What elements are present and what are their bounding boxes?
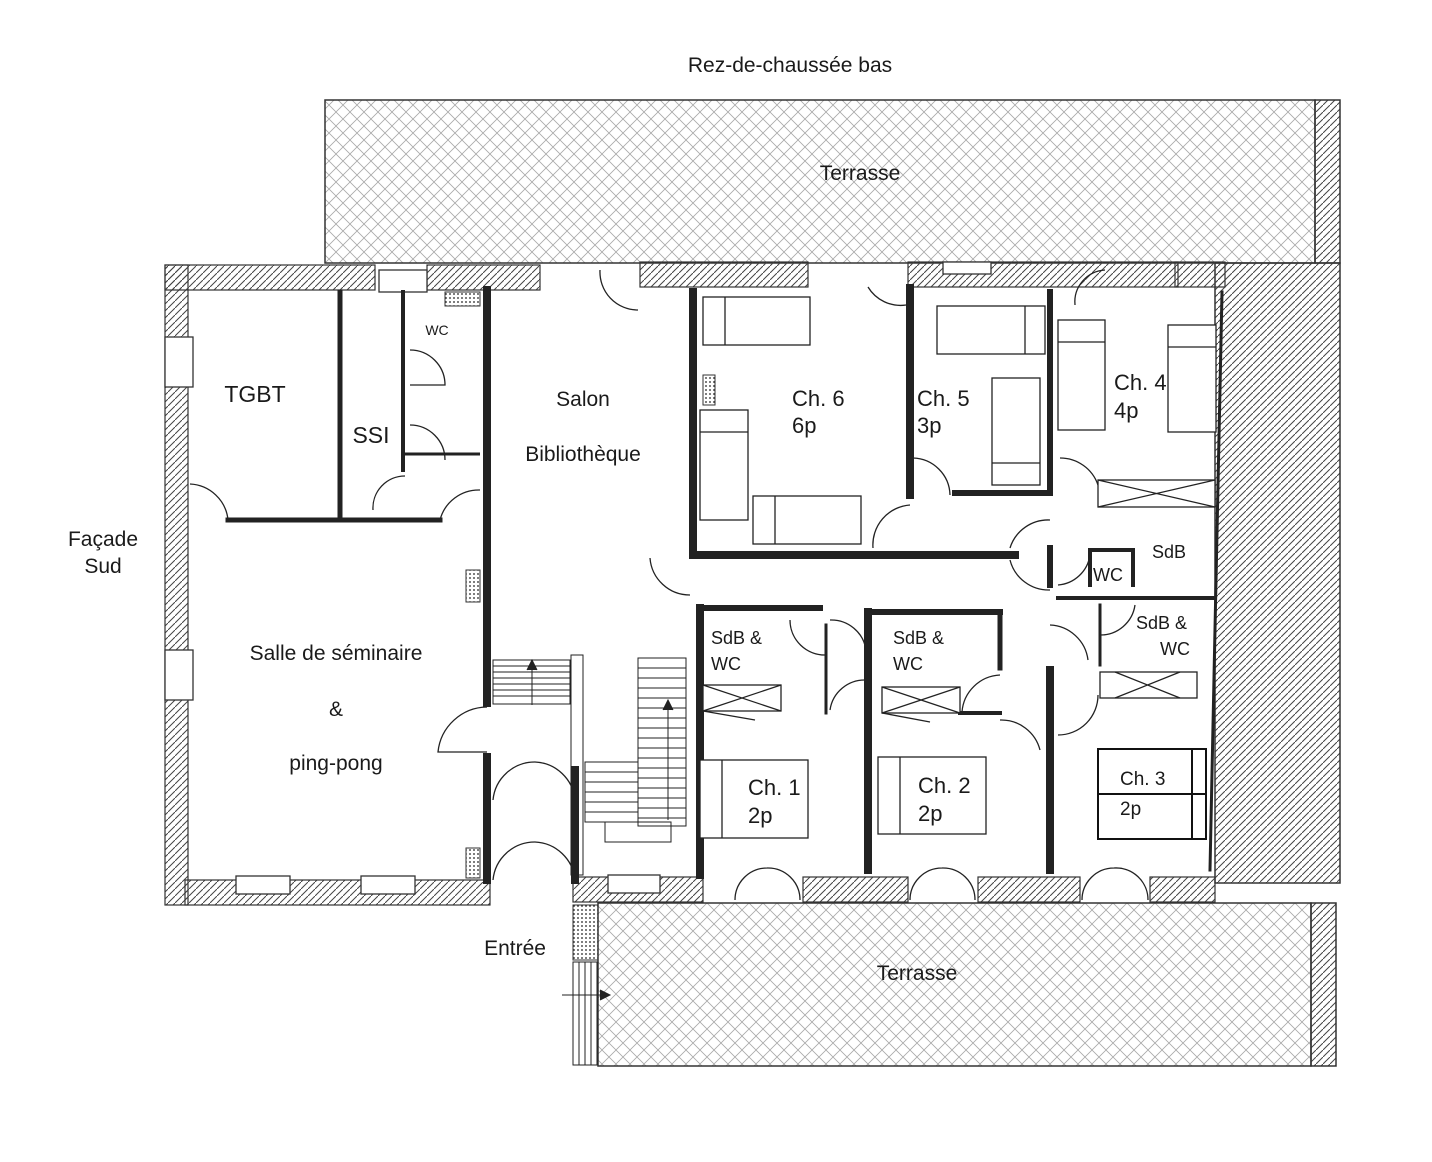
room-sdbwc-ch1-line2: WC [711,654,741,674]
room-ch4-name: Ch. 4 [1114,370,1167,395]
door-swings [189,269,1149,901]
terrace-north-label: Terrasse [820,162,901,185]
room-ch5-name: Ch. 5 [917,386,970,411]
room-sdbwc-ch2-line1: SdB & [893,628,944,648]
terrace-south [597,902,1337,1067]
room-seminar-line2: & [329,698,343,721]
room-sdbwc-ch3-line2: WC [1160,639,1190,659]
stairs [492,654,687,1066]
room-sdbwc-ch1-line1: SdB & [711,628,762,648]
facade-label-line1: Façade [68,528,138,551]
room-ch1-name: Ch. 1 [748,775,801,800]
entrance-label: Entrée [484,937,546,960]
room-sdbwc-ch3-line1: SdB & [1136,613,1187,633]
room-tgbt-label: TGBT [224,381,285,407]
room-wc-ch4: WC [1093,565,1123,585]
east-wall [1214,262,1341,884]
room-ch2-capacity: 2p [918,801,942,826]
room-salon-line2: Bibliothèque [525,443,641,466]
room-ch4-capacity: 4p [1114,398,1138,423]
bed-ch3 [1097,748,1207,840]
plan-title: Rez-de-chaussée bas [688,54,892,77]
room-seminar-line3: ping-pong [289,752,382,775]
windows [164,261,992,895]
bath-fixtures [702,479,1216,723]
facade-label-line2: Sud [84,555,121,578]
room-ch6-capacity: 6p [792,413,816,438]
room-seminar-line1: Salle de séminaire [250,642,423,665]
room-salon-line1: Salon [556,388,610,411]
terrace-south-label: Terrasse [877,962,958,985]
room-ch1-capacity: 2p [748,803,772,828]
room-ch2-name: Ch. 2 [918,773,971,798]
room-ch3-capacity: 2p [1120,799,1141,820]
service-shafts [444,291,716,961]
room-sdbwc-ch2-line2: WC [893,654,923,674]
room-ssi-label: SSI [352,422,389,448]
terrace-north [324,99,1341,264]
room-ch3-name: Ch. 3 [1120,769,1165,790]
room-ch5-capacity: 3p [917,413,941,438]
beds [699,296,1217,839]
room-wc-label: WC [425,322,448,338]
room-ch6-name: Ch. 6 [792,386,845,411]
room-sdb-ch4: SdB [1152,542,1186,562]
